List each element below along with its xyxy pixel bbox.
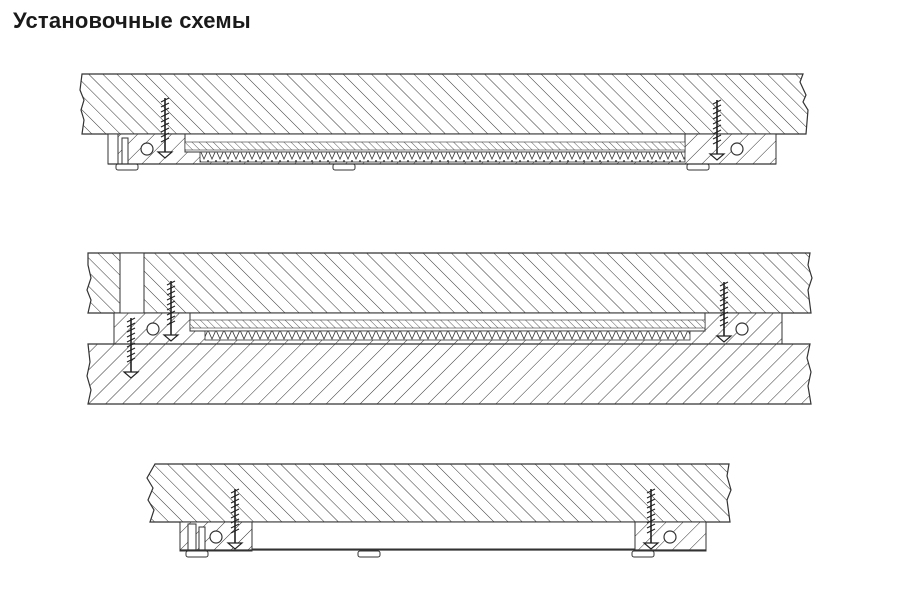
grille-fine: [184, 141, 686, 151]
lower-panel: [86, 343, 812, 405]
grille-plate: [251, 521, 636, 550]
wood-beam: [79, 73, 809, 135]
grille-teeth: [199, 151, 686, 163]
grille-teeth: [204, 330, 691, 341]
diagram-ceiling-mount: [79, 73, 809, 171]
upper-panel: [86, 252, 813, 314]
bracket-hole-icon: [209, 530, 223, 544]
bracket-hole-icon: [730, 142, 744, 156]
page-title: Установочные схемы: [13, 8, 251, 33]
bracket-hole-icon: [146, 322, 160, 336]
gap-slot: [119, 252, 145, 314]
bracket-hole-icon: [735, 322, 749, 336]
grille-fine: [189, 319, 706, 329]
bracket-hole-icon: [140, 142, 154, 156]
bracket-hole-icon: [663, 530, 677, 544]
diagram-gap-mount: [86, 252, 813, 405]
diagram-surface-mount: [146, 463, 732, 558]
